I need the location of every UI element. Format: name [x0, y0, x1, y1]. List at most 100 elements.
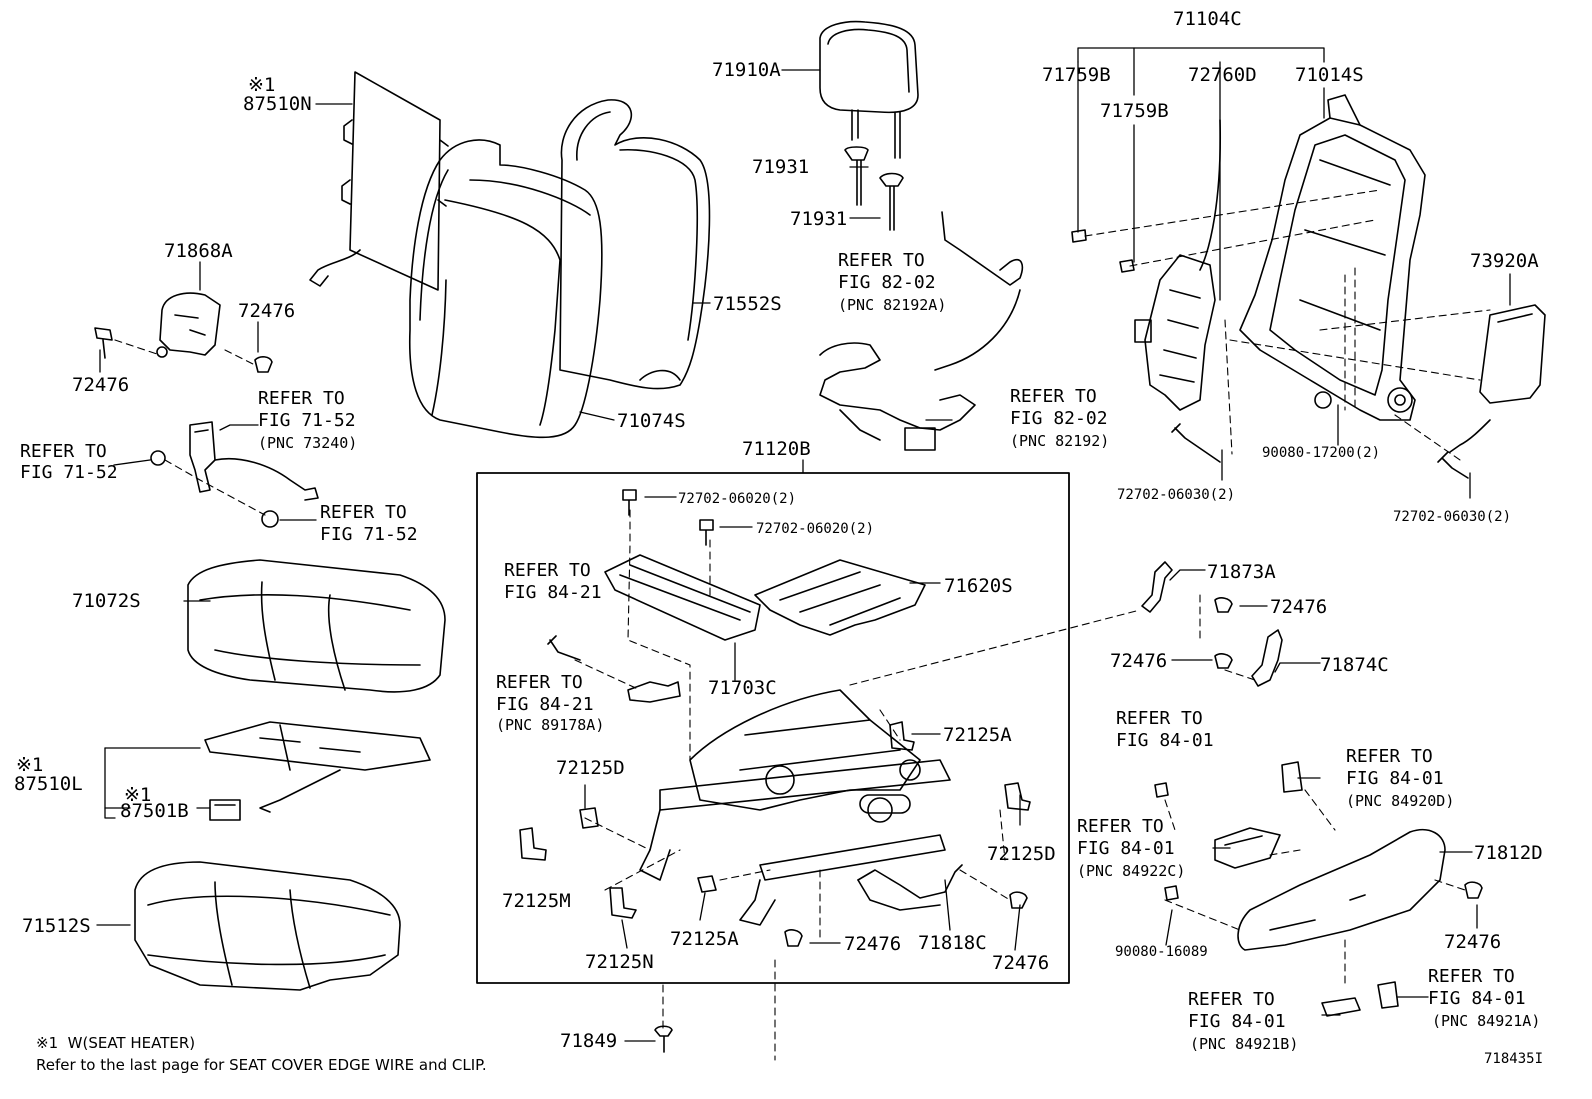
wire-harness: [819, 211, 1024, 451]
part-label-71072s[interactable]: 71072S: [72, 590, 141, 612]
part-label-71620s[interactable]: 71620S: [944, 575, 1013, 597]
ref-fig-84-21-b-line1: REFER TO: [496, 672, 583, 693]
ref-fig-84-01-e-line1: REFER TO: [1428, 966, 1515, 987]
ref-fig-84-01-d-line2[interactable]: FIG 84-01: [1188, 1011, 1286, 1032]
part-label-71014s[interactable]: 71014S: [1295, 64, 1364, 86]
ref-fig-71-52-c-line1: REFER TO: [320, 502, 407, 523]
brackets-right: [1141, 561, 1283, 687]
frame-bolts: [1171, 391, 1469, 479]
part-label-73920a[interactable]: 73920A: [1470, 250, 1539, 272]
clip-71759b: [1071, 229, 1135, 273]
ref-fig-84-21-a-line2[interactable]: FIG 84-21: [504, 582, 602, 603]
ref-fig-84-01-b-line2[interactable]: FIG 84-01: [1346, 768, 1444, 789]
part-label-87510l[interactable]: 87510L: [14, 773, 83, 795]
part-label-72125m[interactable]: 72125M: [502, 890, 571, 912]
part-label-72476-e[interactable]: 72476: [844, 933, 902, 955]
part-label-71759b-a[interactable]: 71759B: [1042, 64, 1111, 86]
part-label-72125n[interactable]: 72125N: [585, 951, 654, 973]
part-label-71120b[interactable]: 71120B: [742, 438, 811, 460]
part-label-71703c[interactable]: 71703C: [708, 677, 777, 699]
diagram-id: 718435I: [1484, 1051, 1544, 1067]
seat-adjuster-frame: [639, 689, 951, 926]
part-label-71812d[interactable]: 71812D: [1474, 842, 1543, 864]
side-shield: [1237, 828, 1446, 951]
part-label-71818c[interactable]: 71818C: [918, 932, 987, 954]
part-label-71104c[interactable]: 71104C: [1173, 8, 1242, 30]
heater-mark-87510n: ※1: [248, 74, 276, 96]
ref-fig-84-01-a-line2[interactable]: FIG 84-01: [1116, 730, 1214, 751]
ref-fig-82-02-a-line2[interactable]: FIG 82-02: [838, 272, 936, 293]
ref-fig-82-02-b-pnc: (PNC 82192): [1010, 432, 1110, 450]
part-label-71552s[interactable]: 71552S: [713, 293, 782, 315]
part-label-71931-b[interactable]: 71931: [790, 208, 848, 230]
part-label-72702-06030-b[interactable]: 72702-06030(2): [1393, 509, 1512, 525]
part-label-72702-06020-a[interactable]: 72702-06020(2): [678, 491, 797, 507]
ref-fig-84-01-c-pnc: (PNC 84922C): [1077, 862, 1186, 880]
side-airbag: [1449, 304, 1546, 453]
ref-fig-84-01-e-line2[interactable]: FIG 84-01: [1428, 988, 1526, 1009]
seatback-frame: [1239, 94, 1426, 421]
ref-fig-71-52-a-line2[interactable]: FIG 71-52: [258, 410, 356, 431]
part-label-71759b-b[interactable]: 71759B: [1100, 100, 1169, 122]
seat-pan-spring: [754, 559, 926, 636]
part-label-72125a-b[interactable]: 72125A: [670, 928, 739, 950]
seatback-board: [309, 71, 449, 291]
part-label-71868a[interactable]: 71868A: [164, 240, 233, 262]
heater-mark-87510l: ※1: [16, 754, 44, 776]
screws-right: [1154, 782, 1483, 901]
ref-fig-84-01-e-pnc: (PNC 84921A): [1432, 1012, 1541, 1030]
part-label-71874c[interactable]: 71874C: [1320, 654, 1389, 676]
part-label-72125d-a[interactable]: 72125D: [556, 757, 625, 779]
part-label-72476-f[interactable]: 72476: [992, 952, 1050, 974]
part-label-90080-16089[interactable]: 90080-16089: [1115, 944, 1208, 960]
part-label-72476-a[interactable]: 72476: [238, 300, 296, 322]
ref-fig-84-01-d-pnc: (PNC 84921B): [1190, 1035, 1299, 1053]
part-label-72702-06020-b[interactable]: 72702-06020(2): [756, 521, 875, 537]
cable-71818c: [857, 864, 963, 911]
ref-fig-84-01-d-line1: REFER TO: [1188, 989, 1275, 1010]
ref-fig-71-52-b-line2[interactable]: FIG 71-52: [20, 462, 118, 483]
headrest: [819, 20, 919, 231]
bolts-72476-left: [94, 327, 273, 373]
part-label-71512s[interactable]: 71512S: [22, 915, 91, 937]
heater-switch-87501b: [209, 799, 241, 821]
part-label-71931-a[interactable]: 71931: [752, 156, 810, 178]
part-label-71873a[interactable]: 71873A: [1207, 561, 1276, 583]
part-label-72476-b[interactable]: 72476: [72, 374, 130, 396]
ref-fig-71-52-a-pnc: (PNC 73240): [258, 434, 358, 452]
part-label-71849[interactable]: 71849: [560, 1030, 618, 1052]
switch-knob-84920d: [1281, 761, 1303, 793]
ref-fig-84-01-c-line2[interactable]: FIG 84-01: [1077, 838, 1175, 859]
part-label-72125a-a[interactable]: 72125A: [943, 724, 1012, 746]
ref-fig-84-01-c-line1: REFER TO: [1077, 816, 1164, 837]
seat-adjuster-group-box: [476, 472, 1070, 984]
part-label-72125d-b[interactable]: 72125D: [987, 843, 1056, 865]
ref-fig-84-21-b-pnc: (PNC 89178A): [496, 716, 605, 734]
seat-tray: [604, 554, 761, 641]
part-label-90080-17200[interactable]: 90080-17200(2): [1262, 445, 1381, 461]
ref-fig-71-52-b-line1: REFER TO: [20, 441, 107, 462]
ref-fig-84-21-a-line1: REFER TO: [504, 560, 591, 581]
screw-71849: [654, 1025, 673, 1053]
ref-fig-82-02-b-line1: REFER TO: [1010, 386, 1097, 407]
heater-mark-87501b: ※1: [124, 784, 152, 806]
ref-fig-71-52-a-line1: REFER TO: [258, 388, 345, 409]
part-label-87501b[interactable]: 87501B: [120, 800, 189, 822]
ref-fig-82-02-b-line2[interactable]: FIG 82-02: [1010, 408, 1108, 429]
part-label-72476-g[interactable]: 72476: [1444, 931, 1502, 953]
ref-fig-84-21-b-line2[interactable]: FIG 84-21: [496, 694, 594, 715]
ref-fig-71-52-c-line2[interactable]: FIG 71-52: [320, 524, 418, 545]
part-label-71910a[interactable]: 71910A: [712, 59, 781, 81]
part-label-71074s[interactable]: 71074S: [617, 410, 686, 432]
part-label-87510n[interactable]: 87510N: [243, 93, 312, 115]
footnote-edge-wire-note: Refer to the last page for SEAT COVER ED…: [36, 1056, 487, 1074]
clips-72125: [519, 721, 1031, 919]
part-label-72760d[interactable]: 72760D: [1188, 64, 1257, 86]
part-label-72702-06030-a[interactable]: 72702-06030(2): [1117, 487, 1236, 503]
part-label-72476-c[interactable]: 72476: [1270, 596, 1328, 618]
seat-heater-mat: [204, 721, 431, 813]
seat-cushion-pad: [134, 861, 401, 991]
part-label-72476-d[interactable]: 72476: [1110, 650, 1168, 672]
lumbar-mechanism: [1134, 119, 1222, 411]
